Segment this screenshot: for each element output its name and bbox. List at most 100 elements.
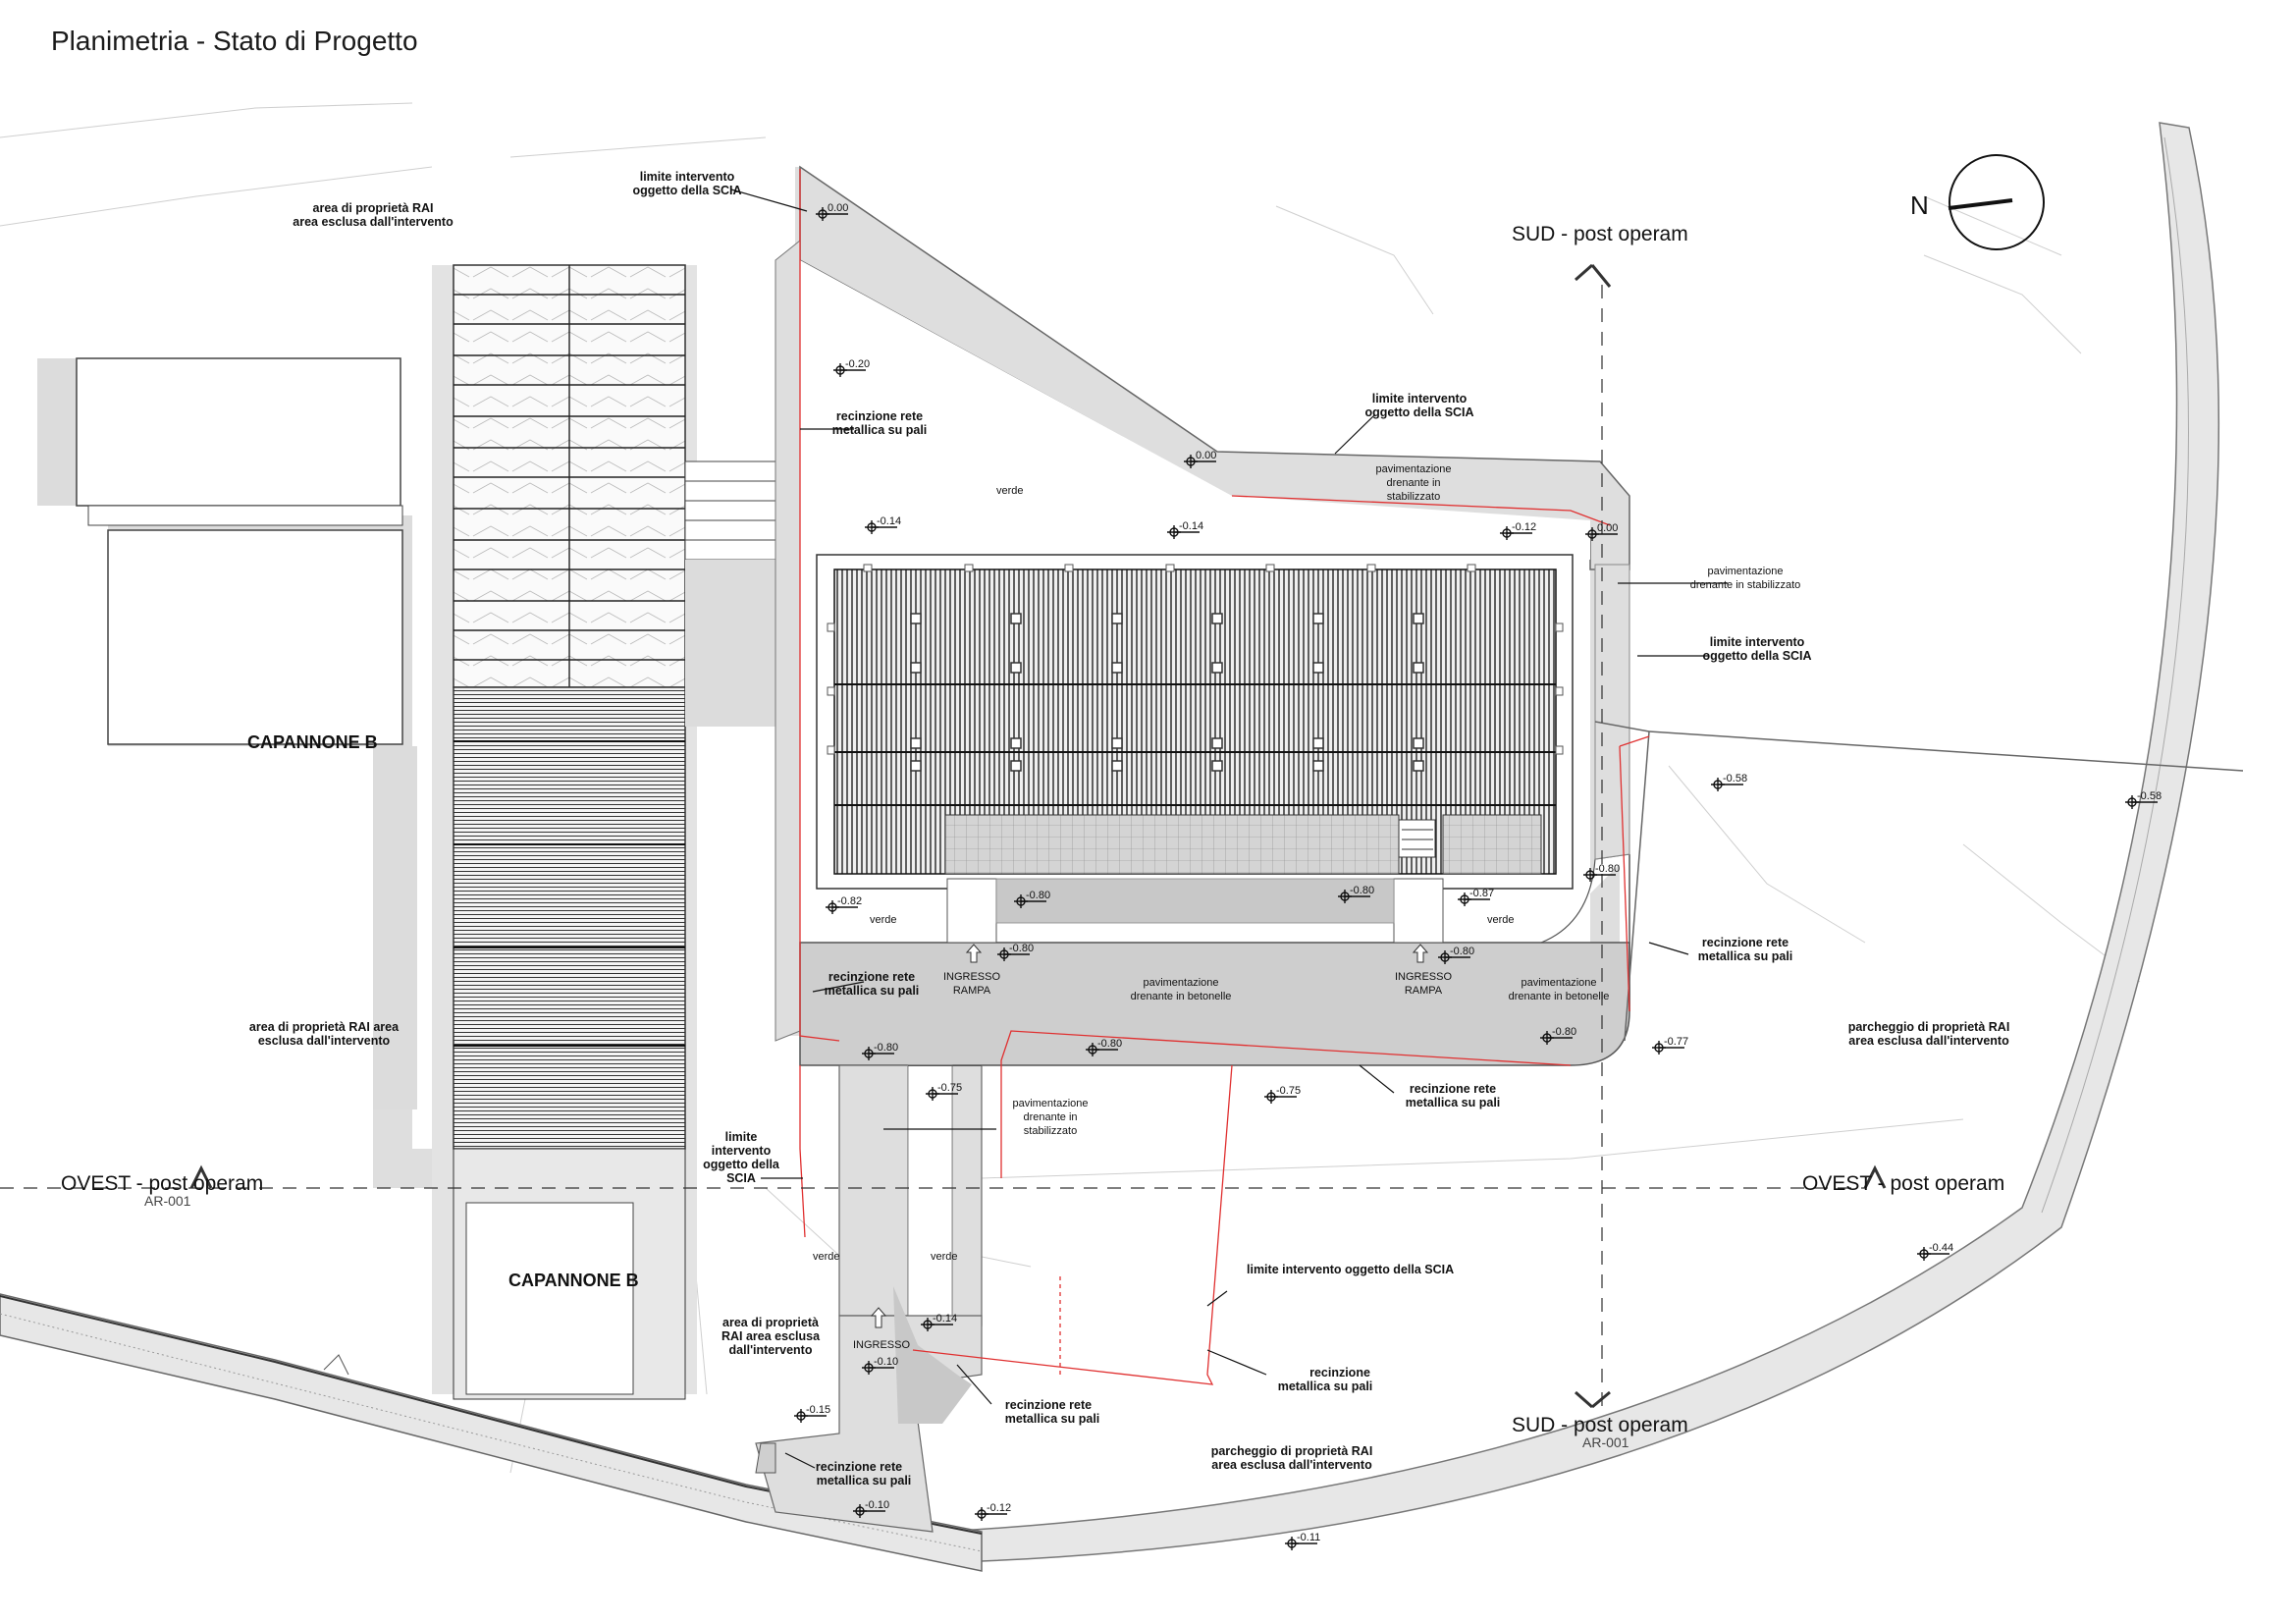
capannone-b-label: CAPANNONE B <box>508 1271 639 1290</box>
svg-text:parcheggio di proprietà RAI: parcheggio di proprietà RAI <box>1848 1020 2010 1034</box>
svg-text:RAMPA: RAMPA <box>1405 985 1443 997</box>
level: 0.00 <box>828 202 848 214</box>
level: -0.80 <box>1097 1038 1122 1050</box>
level: -0.10 <box>865 1499 889 1511</box>
svg-text:metallica su pali: metallica su pali <box>1698 949 1793 963</box>
svg-text:SCIA: SCIA <box>726 1171 756 1185</box>
svg-text:AR-001: AR-001 <box>1582 1434 1629 1450</box>
svg-text:RAI area esclusa: RAI area esclusa <box>721 1329 821 1343</box>
capannone-b-upper <box>37 357 452 1188</box>
svg-text:pavimentazione: pavimentazione <box>1143 977 1218 989</box>
svg-text:limite intervento: limite intervento <box>1372 392 1468 406</box>
leader-lines <box>730 189 1728 1469</box>
svg-text:RAMPA: RAMPA <box>953 985 991 997</box>
svg-text:stabilizzato: stabilizzato <box>1387 491 1440 503</box>
svg-text:OVEST - post operam: OVEST - post operam <box>1802 1172 2004 1195</box>
svg-text:oggetto della: oggetto della <box>703 1158 780 1171</box>
svg-text:oggetto della SCIA: oggetto della SCIA <box>632 184 741 197</box>
svg-text:area esclusa dall'intervento: area esclusa dall'intervento <box>293 215 454 229</box>
svg-text:INGRESSO: INGRESSO <box>853 1339 911 1351</box>
svg-text:metallica su pali: metallica su pali <box>1406 1096 1501 1109</box>
level-markers <box>794 207 2158 1550</box>
level: -0.77 <box>1664 1036 1688 1048</box>
site-paths <box>755 165 1630 1533</box>
svg-text:drenante in stabilizzato: drenante in stabilizzato <box>1690 579 1801 591</box>
level: -0.80 <box>1595 863 1620 875</box>
svg-text:AR-001: AR-001 <box>144 1193 191 1209</box>
scia-limit-line <box>799 169 1650 1385</box>
level: -0.80 <box>1026 890 1050 901</box>
level: -0.20 <box>845 358 870 370</box>
svg-text:pavimentazione: pavimentazione <box>1707 566 1783 577</box>
svg-text:dall'intervento: dall'intervento <box>729 1343 813 1357</box>
level-values: 0.00 -0.20 0.00 -0.14 -0.14 -0.12 0.00 -… <box>806 202 2162 1543</box>
level: -0.75 <box>1276 1085 1301 1097</box>
svg-text:recinzione rete: recinzione rete <box>828 970 915 984</box>
svg-text:limite intervento: limite intervento <box>640 170 735 184</box>
level: -0.75 <box>937 1082 962 1094</box>
svg-text:area esclusa dall'intervento: area esclusa dall'intervento <box>1848 1034 2009 1048</box>
level: -0.58 <box>2137 790 2162 802</box>
svg-text:pavimentazione: pavimentazione <box>1521 977 1596 989</box>
level: -0.58 <box>1723 773 1747 784</box>
svg-text:OVEST - post operam: OVEST - post operam <box>61 1172 263 1195</box>
svg-text:SUD - post operam: SUD - post operam <box>1512 1414 1688 1436</box>
svg-text:area di proprietà RAI: area di proprietà RAI <box>313 201 434 215</box>
level: -0.14 <box>877 515 901 527</box>
svg-text:drenante in: drenante in <box>1023 1111 1077 1123</box>
level: -0.80 <box>1009 943 1034 954</box>
svg-text:area esclusa dall'intervento: area esclusa dall'intervento <box>1211 1458 1372 1472</box>
svg-text:oggetto della SCIA: oggetto della SCIA <box>1364 406 1473 419</box>
svg-text:verde: verde <box>1487 914 1515 926</box>
svg-text:metallica su pali: metallica su pali <box>817 1474 912 1488</box>
svg-text:metallica su pali: metallica su pali <box>1005 1412 1100 1426</box>
svg-text:recinzione rete: recinzione rete <box>836 409 923 423</box>
level: -0.80 <box>1350 885 1374 896</box>
svg-text:limite intervento: limite intervento <box>1710 635 1805 649</box>
svg-text:pavimentazione: pavimentazione <box>1375 463 1451 475</box>
svg-text:stabilizzato: stabilizzato <box>1024 1125 1077 1137</box>
svg-text:INGRESSO: INGRESSO <box>1395 971 1453 983</box>
svg-text:drenante in betonelle: drenante in betonelle <box>1131 991 1232 1002</box>
level: -0.82 <box>837 895 862 907</box>
svg-text:intervento: intervento <box>712 1144 772 1158</box>
svg-text:INGRESSO: INGRESSO <box>943 971 1001 983</box>
svg-text:area di proprietà: area di proprietà <box>722 1316 819 1329</box>
north-label: N <box>1910 190 1929 220</box>
svg-text:esclusa dall'intervento: esclusa dall'intervento <box>258 1034 391 1048</box>
svg-text:recinzione rete: recinzione rete <box>1005 1398 1092 1412</box>
north-arrow: N <box>1910 154 2045 250</box>
level: -0.14 <box>933 1313 957 1325</box>
svg-text:metallica su pali: metallica su pali <box>825 984 920 998</box>
level: 0.00 <box>1597 522 1618 534</box>
level: -0.80 <box>1552 1026 1576 1038</box>
page-title: Planimetria - Stato di Progetto <box>51 26 418 56</box>
main-building <box>816 554 1574 1328</box>
svg-text:pavimentazione: pavimentazione <box>1012 1098 1088 1109</box>
svg-text:verde: verde <box>813 1251 840 1263</box>
svg-text:parcheggio di proprietà RAI: parcheggio di proprietà RAI <box>1211 1444 1373 1458</box>
svg-text:verde: verde <box>870 914 897 926</box>
level: -0.11 <box>1297 1532 1320 1543</box>
svg-text:recinzione rete: recinzione rete <box>1410 1082 1496 1096</box>
svg-text:oggetto della SCIA: oggetto della SCIA <box>1702 649 1811 663</box>
level: -0.80 <box>1450 946 1474 957</box>
level: -0.12 <box>1512 521 1536 533</box>
svg-text:area di proprietà RAI area: area di proprietà RAI area <box>249 1020 400 1034</box>
capannone-b-label: CAPANNONE B <box>247 732 378 752</box>
svg-text:recinzione rete: recinzione rete <box>816 1460 902 1474</box>
level: -0.14 <box>1179 520 1203 532</box>
annotation-labels: area di proprietà RAI area esclusa dall'… <box>249 170 2009 1488</box>
svg-text:SUD - post operam: SUD - post operam <box>1512 223 1688 245</box>
section-labels: SUD - post operam SUD - post operam AR-0… <box>61 223 2004 1450</box>
svg-text:drenante in betonelle: drenante in betonelle <box>1509 991 1610 1002</box>
svg-text:recinzione rete: recinzione rete <box>1702 936 1789 949</box>
level: -0.87 <box>1469 888 1494 899</box>
section-lines <box>0 263 1887 1414</box>
svg-text:verde: verde <box>931 1251 958 1263</box>
level: -0.10 <box>874 1356 898 1368</box>
svg-text:metallica su pali: metallica su pali <box>1278 1380 1373 1393</box>
level: -0.12 <box>987 1502 1011 1514</box>
level: -0.44 <box>1929 1242 1953 1254</box>
